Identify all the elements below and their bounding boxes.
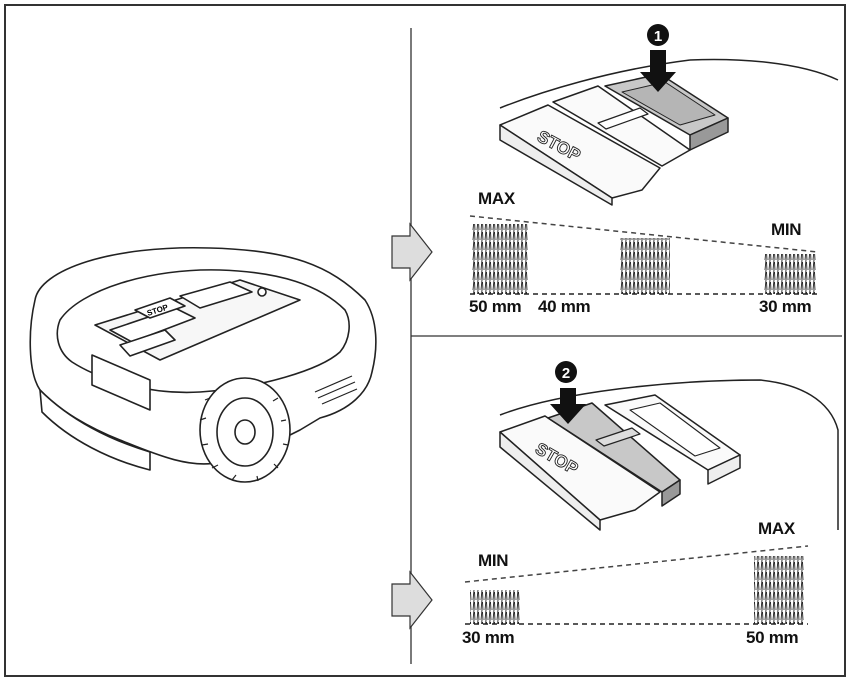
step2-number-badge [555,361,577,383]
step1-number-badge [647,24,669,46]
step1-number: 1 [654,28,662,45]
grass-tuft-30mm-step2 [470,590,520,624]
step2-keypad [499,379,839,531]
step2-min-label: MIN [478,551,509,570]
step2-height-30: 30 mm [462,628,515,647]
step2-height-diagram [464,545,809,625]
step1-press-arrow [640,50,676,92]
step2-press-arrow [550,388,586,424]
step1-height-40: 40 mm [538,297,591,316]
step1-height-diagram [469,215,819,295]
grass-tuft-40mm [620,238,670,294]
robotic-mower-illustration [29,246,377,483]
step1-min-label: MIN [771,220,802,239]
step1-max-label: MAX [478,189,515,208]
step2-number: 2 [562,365,570,382]
step1-height-30: 30 mm [759,297,812,316]
pointer-arrow-2 [391,570,433,630]
grass-tuft-50mm-step2 [754,556,804,624]
grass-tuft-50mm [472,224,528,294]
pointer-arrow-1 [391,222,433,282]
step2-height-50: 50 mm [746,628,799,647]
step1-keypad [499,56,839,206]
step2-max-label: MAX [758,519,795,538]
grass-tuft-30mm [764,254,816,294]
step1-height-50: 50 mm [469,297,522,316]
